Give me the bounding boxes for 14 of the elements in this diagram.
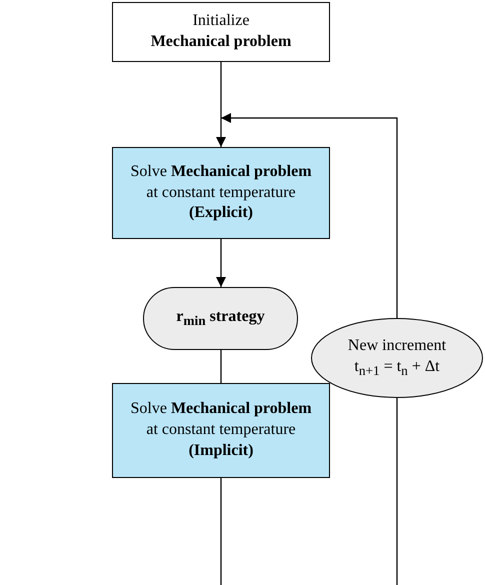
- time-formula: t$_{n+1}$ = t$_{n}$ + Δt: [354, 357, 440, 380]
- increment-ellipse: [311, 318, 483, 398]
- process-label: Solve Mechanical problem at constant temperature (Explicit): [129, 162, 313, 224]
- process-box: [112, 383, 330, 478]
- process-label: r$_{min}$ strategy: [176, 307, 265, 330]
- process-label: Solve Mechanical problem at constant temperature (Implicit): [129, 399, 313, 461]
- step-label: Initialize: [192, 11, 250, 32]
- connector-arrow: [221, 113, 398, 318]
- start-box: [112, 2, 330, 62]
- connector-arrow: [216, 62, 226, 147]
- problem-title: Mechanical problem: [150, 32, 292, 52]
- increment-label: New increment: [348, 336, 446, 356]
- process-box: [112, 147, 330, 239]
- connector-arrow: [216, 239, 226, 287]
